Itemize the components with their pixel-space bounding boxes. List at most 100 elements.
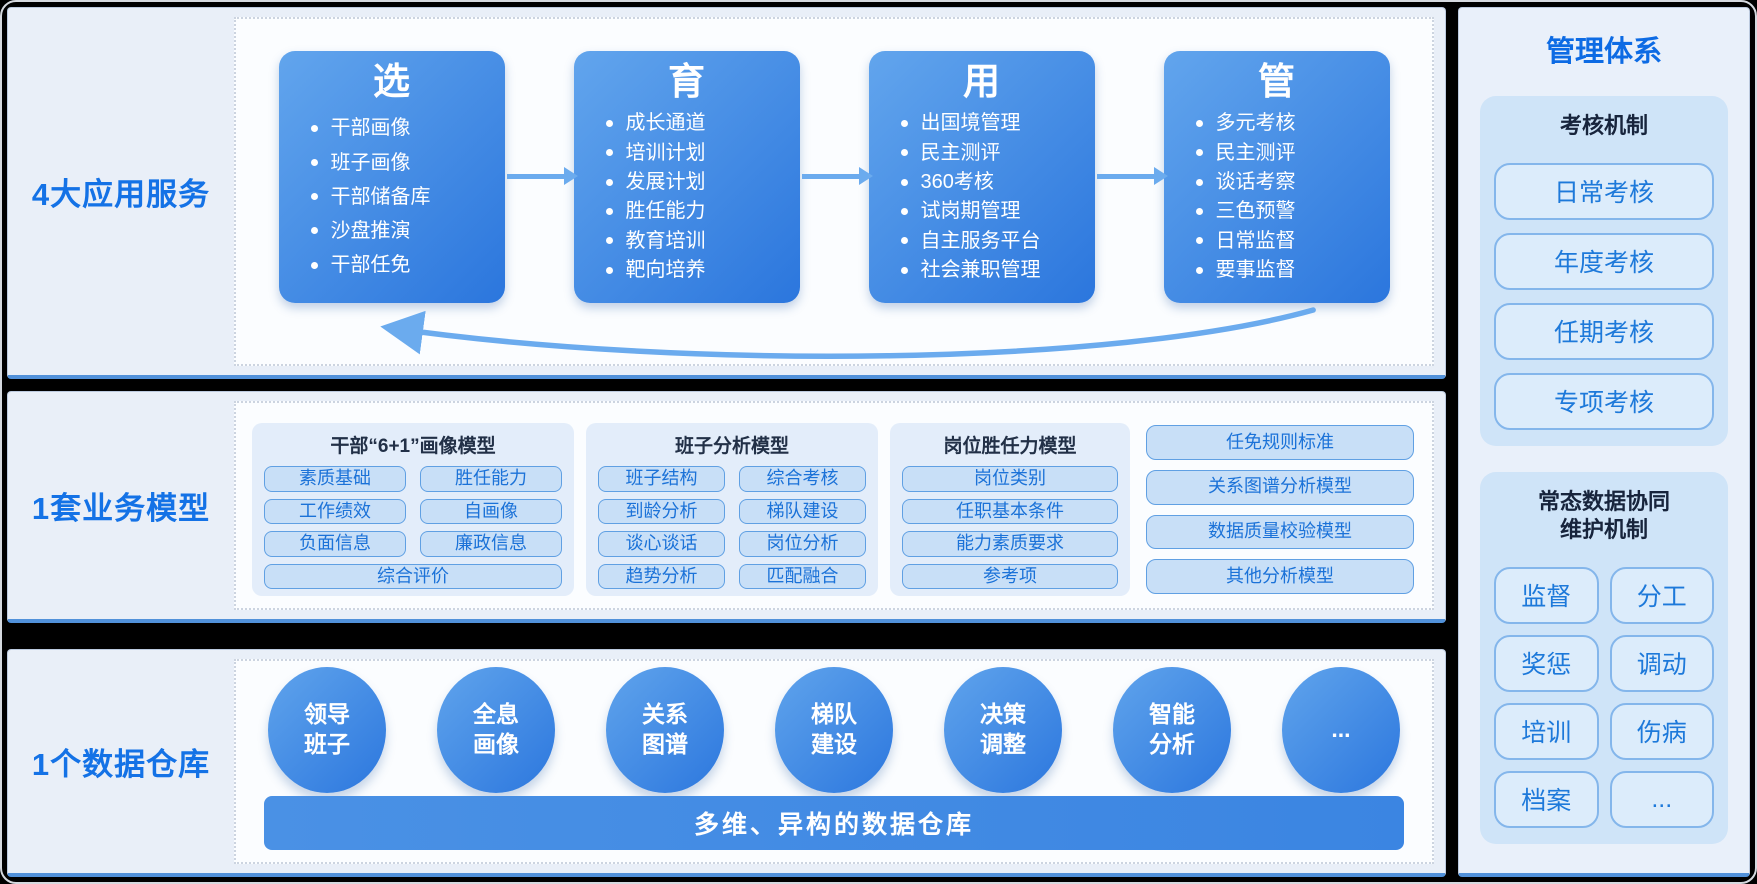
- flow-box-title: 用: [963, 60, 1000, 102]
- app-services-area: 选干部画像班子画像干部储备库沙盘推演干部任免育成长通道培训计划发展计划胜任能力教…: [234, 17, 1434, 366]
- bullet-icon: [310, 124, 318, 132]
- bullet-icon: [1195, 237, 1203, 245]
- section-business-models: 1套业务模型 干部“6+1”画像模型素质基础胜任能力工作绩效自画像负面信息廉政信…: [7, 391, 1446, 623]
- model-card-title: 干部“6+1”画像模型: [330, 436, 496, 457]
- warehouse-circles: 领导 班子全息 画像关系 图谱梯队 建设决策 调整智能 分析...: [264, 667, 1404, 794]
- bullet-icon: [605, 207, 613, 215]
- assessment-button: 专项考核: [1494, 372, 1714, 430]
- flow-item-label: 试岗期管理: [920, 200, 1021, 223]
- flow-item-label: 发展计划: [625, 171, 706, 194]
- business-models-area: 干部“6+1”画像模型素质基础胜任能力工作绩效自画像负面信息廉政信息综合评价班子…: [234, 401, 1434, 610]
- model-pill: 岗位类别: [902, 466, 1118, 492]
- model-groups: 干部“6+1”画像模型素质基础胜任能力工作绩效自画像负面信息廉政信息综合评价班子…: [236, 403, 1432, 608]
- model-pill: 梯队建设: [739, 498, 866, 525]
- maintenance-card-title: 常态数据协同 维护机制: [1537, 488, 1670, 543]
- flow-item-label: 干部储备库: [330, 185, 431, 208]
- flow-box-list: 干部画像班子画像干部储备库沙盘推演干部任免: [279, 105, 505, 288]
- flow-item-label: 干部画像: [330, 117, 411, 140]
- model-card-title: 班子分析模型: [674, 436, 789, 457]
- flow-box-4: 管多元考核民主测评谈话考察三色预警日常监督要事监督: [1163, 50, 1390, 303]
- bullet-icon: [310, 159, 318, 167]
- flow-item-label: 社会兼职管理: [920, 259, 1041, 282]
- model-card: 班子分析模型班子结构综合考核到龄分析梯队建设谈心谈话岗位分析趋势分析匹配融合: [586, 423, 878, 596]
- app-flow: 选干部画像班子画像干部储备库沙盘推演干部任免育成长通道培训计划发展计划胜任能力教…: [236, 19, 1432, 364]
- model-pill: 负面信息: [264, 531, 406, 557]
- flow-box-list: 多元考核民主测评谈话考察三色预警日常监督要事监督: [1164, 105, 1390, 288]
- model-pill: 工作绩效: [264, 498, 406, 525]
- flow-item-label: 谈话考察: [1215, 171, 1296, 194]
- flow-item-label: 靶向培养: [625, 259, 706, 282]
- bullet-icon: [1195, 207, 1203, 215]
- sidebar-title: 管理体系: [1545, 36, 1662, 68]
- flow-box-item: 360考核: [900, 171, 1095, 193]
- flow-box-item: 试岗期管理: [900, 200, 1095, 223]
- flow-box-item: 社会兼职管理: [900, 259, 1095, 282]
- flow-box-2: 育成长通道培训计划发展计划胜任能力教育培训靶向培养: [573, 50, 800, 303]
- model-pill: 能力素质要求: [902, 531, 1118, 557]
- bullet-icon: [1195, 119, 1203, 127]
- flow-box-item: 三色预警: [1195, 200, 1390, 223]
- model-pill: 参考项: [902, 563, 1118, 590]
- flow-box-item: 成长通道: [605, 112, 800, 135]
- model-pill: 综合评价: [264, 563, 562, 590]
- model-pill: 综合考核: [739, 466, 866, 492]
- model-pill: 到龄分析: [598, 498, 725, 525]
- flow-arrow-icon: [801, 167, 873, 185]
- flow-box-item: 日常监督: [1195, 229, 1390, 252]
- flow-item-label: 教育培训: [625, 229, 706, 252]
- flow-item-label: 日常监督: [1215, 229, 1296, 252]
- model-pill: 谈心谈话: [598, 531, 725, 557]
- flow-item-label: 成长通道: [625, 112, 706, 135]
- flow-box-title: 管: [1258, 60, 1295, 102]
- side-model-pill: 关系图谱分析模型: [1146, 469, 1414, 505]
- model-pill: 班子结构: [598, 466, 725, 492]
- assess-buttons: 日常考核年度考核任期考核专项考核: [1494, 162, 1714, 430]
- return-arrow-icon: [380, 307, 1316, 359]
- bullet-icon: [310, 227, 318, 235]
- side-pill-column: 任免规则标准关系图谱分析模型数据质量校验模型其他分析模型: [1142, 423, 1416, 596]
- model-pill: 匹配融合: [739, 563, 866, 590]
- section-label-app-services: 4大应用服务: [31, 177, 211, 212]
- model-pill: 胜任能力: [420, 466, 562, 492]
- maintenance-button: 分工: [1609, 566, 1714, 624]
- assessment-card-title: 考核机制: [1559, 113, 1648, 138]
- flow-item-label: 出国境管理: [920, 112, 1021, 135]
- maintenance-button: 奖惩: [1494, 634, 1599, 692]
- bullet-icon: [605, 266, 613, 274]
- flow-arrow-icon: [1096, 167, 1168, 185]
- data-warehouse-area: 领导 班子全息 画像关系 图谱梯队 建设决策 调整智能 分析... 多维、异构的…: [234, 659, 1434, 864]
- flow-box-title: 育: [668, 60, 705, 102]
- flow-box-1: 选干部画像班子画像干部储备库沙盘推演干部任免: [278, 50, 505, 303]
- model-card-title: 岗位胜任力模型: [943, 436, 1077, 457]
- flow-item-label: 多元考核: [1215, 112, 1296, 135]
- warehouse-circle: 关系 图谱: [606, 667, 724, 794]
- flow-item-label: 三色预警: [1215, 200, 1296, 223]
- warehouse-wrap: 领导 班子全息 画像关系 图谱梯队 建设决策 调整智能 分析... 多维、异构的…: [236, 661, 1432, 862]
- flow-box-list: 出国境管理民主测评 360考核试岗期管理自主服务平台社会兼职管理: [869, 105, 1095, 288]
- warehouse-circle: ...: [1282, 667, 1400, 794]
- bullet-icon: [310, 193, 318, 201]
- flow-arrow-icon: [506, 167, 578, 185]
- flow-box-item: 靶向培养: [605, 259, 800, 282]
- flow-item-label: 自主服务平台: [920, 229, 1041, 252]
- bullet-icon: [900, 178, 908, 186]
- maintenance-card: 常态数据协同 维护机制 监督分工奖惩调动培训伤病档案...: [1480, 471, 1728, 844]
- warehouse-circle: 智能 分析: [1113, 667, 1231, 794]
- model-pill: 素质基础: [264, 466, 406, 492]
- assessment-card: 考核机制 日常考核年度考核任期考核专项考核: [1480, 96, 1728, 446]
- bullet-icon: [1195, 266, 1203, 274]
- flow-item-label: 干部任免: [330, 254, 411, 277]
- flow-item-label: 沙盘推演: [330, 219, 411, 242]
- warehouse-bar: 多维、异构的数据仓库: [264, 795, 1404, 850]
- flow-box-item: 教育培训: [605, 229, 800, 252]
- section-label-data-warehouse: 1个数据仓库: [31, 747, 211, 782]
- model-pill-grid: 班子结构综合考核到龄分析梯队建设谈心谈话岗位分析趋势分析匹配融合: [598, 466, 866, 590]
- flow-box-item: 谈话考察: [1195, 171, 1390, 194]
- model-pill-grid: 素质基础胜任能力工作绩效自画像负面信息廉政信息综合评价: [264, 466, 562, 590]
- flow-item-label: 民主测评: [920, 141, 1001, 164]
- flow-box-item: 民主测评: [1195, 142, 1390, 164]
- side-model-pill: 任免规则标准: [1146, 425, 1414, 460]
- section-app-services: 4大应用服务 选干部画像班子画像干部储备库沙盘推演干部任免育成长通道培训计划发展…: [7, 7, 1446, 379]
- flow-box-item: 自主服务平台: [900, 229, 1095, 252]
